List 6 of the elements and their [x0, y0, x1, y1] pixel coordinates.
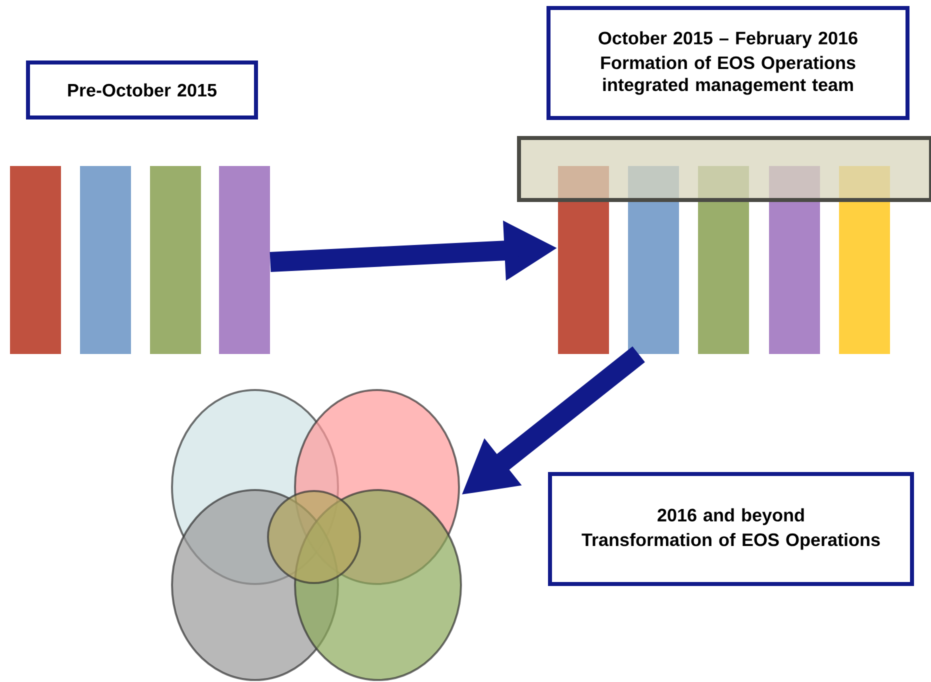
- bars-drawing: [10, 166, 270, 354]
- text-box: October 2015 – February 2016 Formation of EOS Operations integrated management team: [546, 6, 910, 120]
- text-box: Pre-October 2015: [26, 60, 258, 120]
- bars-drawing: [517, 136, 931, 354]
- overlapping-circles-drawing: [171, 389, 462, 681]
- text-box: 2016 and beyond Transformation of EOS Operations: [548, 472, 914, 586]
